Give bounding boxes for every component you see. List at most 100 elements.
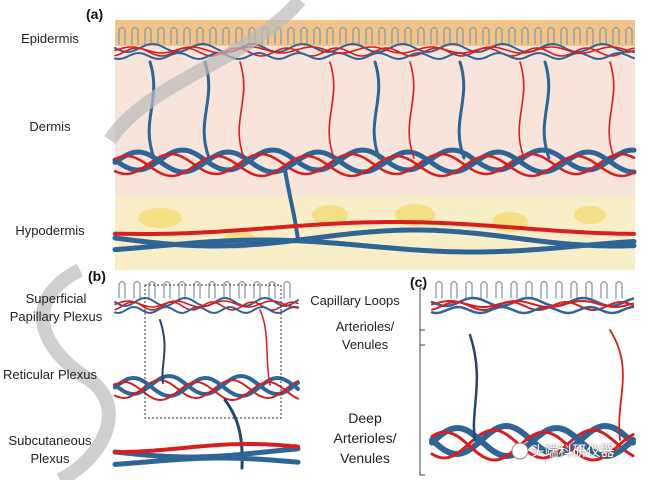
capillary-loop bbox=[268, 280, 276, 299]
capillary-loop bbox=[469, 26, 477, 45]
capillary-loop bbox=[430, 26, 438, 45]
connecting-vessel bbox=[542, 60, 551, 160]
layer-bracket bbox=[419, 287, 425, 476]
capillary-loop bbox=[208, 280, 216, 299]
capillary-loop bbox=[456, 26, 464, 45]
label-reticular-plexus: Reticular Plexus bbox=[3, 367, 97, 382]
capillary-loop bbox=[118, 280, 126, 299]
label-deep-arterioles-venules: Deep Arterioles/ Venules bbox=[333, 410, 397, 466]
deep-venule bbox=[429, 425, 636, 460]
connecting-vessel bbox=[283, 168, 300, 242]
superficial-venule bbox=[114, 305, 299, 315]
capillary-loop bbox=[570, 280, 578, 299]
capillary-loop bbox=[585, 280, 593, 299]
capillary-loop bbox=[510, 280, 518, 299]
capillary-loop bbox=[283, 280, 291, 299]
capillary-loop bbox=[391, 26, 399, 45]
panel-a-label: (a) bbox=[86, 6, 104, 22]
wechat-logo-icon bbox=[511, 442, 529, 460]
capillary-loop bbox=[480, 280, 488, 299]
capillary-loop bbox=[465, 280, 473, 299]
capillary-loop bbox=[148, 280, 156, 299]
fat-lobule bbox=[574, 206, 606, 224]
capillary-loop bbox=[222, 26, 230, 45]
connecting-vessel bbox=[147, 60, 156, 160]
watermark-text: 头端科研仪器 bbox=[530, 443, 615, 459]
connecting-vessel bbox=[608, 61, 615, 159]
capillary-loop bbox=[313, 26, 321, 45]
capillary-loop bbox=[193, 280, 201, 299]
capillary-loop bbox=[352, 26, 360, 45]
capillary-loop bbox=[196, 26, 204, 45]
capillary-loop bbox=[540, 280, 548, 299]
label-superficial-plexus: Superficial Papillary Plexus bbox=[9, 291, 103, 324]
superficial-arteriole bbox=[431, 299, 634, 309]
connecting-vessel bbox=[609, 329, 624, 441]
capillary-loop bbox=[600, 280, 608, 299]
capillary-loop bbox=[133, 280, 141, 299]
capillary-loop bbox=[365, 26, 373, 45]
capillary-loop bbox=[238, 280, 246, 299]
capillary-loop bbox=[450, 280, 458, 299]
panel-c-label: (c) bbox=[410, 274, 428, 290]
capillary-loop bbox=[253, 280, 261, 299]
capillary-loop bbox=[599, 26, 607, 45]
capillary-loop bbox=[495, 26, 503, 45]
connecting-vessel bbox=[518, 61, 525, 159]
label-subcutaneous-plexus: Subcutaneous Plexus bbox=[8, 433, 92, 466]
watermark-stroke bbox=[104, 0, 306, 145]
subcutaneous-artery bbox=[113, 220, 636, 236]
subcutaneous-vein bbox=[112, 237, 637, 255]
capillary-loop bbox=[163, 280, 171, 299]
capillary-loop bbox=[131, 26, 139, 45]
capillary-loop bbox=[625, 26, 633, 45]
watermark-stroke bbox=[36, 263, 116, 480]
subcutaneous-vein bbox=[112, 227, 637, 249]
capillary-loop bbox=[586, 26, 594, 45]
superficial-venule bbox=[114, 51, 635, 61]
epidermis-layer bbox=[115, 20, 635, 46]
deep-arteriole bbox=[430, 428, 635, 460]
fat-lobule bbox=[312, 205, 348, 225]
connecting-vessel bbox=[408, 61, 415, 159]
fat-lobule bbox=[138, 208, 182, 228]
capillary-loop bbox=[170, 26, 178, 45]
label-dermis: Dermis bbox=[29, 119, 71, 134]
connecting-vessel bbox=[328, 61, 335, 159]
superficial-venule bbox=[430, 305, 635, 315]
capillary-loop bbox=[223, 280, 231, 299]
superficial-arteriole bbox=[114, 47, 635, 57]
capillary-loop bbox=[178, 280, 186, 299]
connecting-vessel bbox=[372, 60, 381, 160]
capillary-loop bbox=[378, 26, 386, 45]
capillary-loop bbox=[525, 280, 533, 299]
subcutaneous-vein bbox=[112, 455, 301, 467]
capillary-loop bbox=[235, 26, 243, 45]
superficial-venule bbox=[430, 296, 635, 308]
capillary-loop bbox=[287, 26, 295, 45]
connecting-vessel bbox=[259, 309, 271, 386]
capillary-loop bbox=[326, 26, 334, 45]
capillary-loop bbox=[615, 280, 623, 299]
capillary-loop bbox=[521, 26, 529, 45]
connecting-vessel bbox=[457, 60, 466, 160]
connecting-vessel bbox=[159, 319, 166, 384]
capillary-loop bbox=[118, 26, 126, 45]
capillary-loop bbox=[573, 26, 581, 45]
capillary-loop bbox=[555, 280, 563, 299]
capillary-loop bbox=[495, 280, 503, 299]
connecting-vessel bbox=[238, 61, 245, 159]
capillary-loop bbox=[560, 26, 568, 45]
deep-arteriole bbox=[113, 154, 636, 178]
capillary-loop bbox=[508, 26, 516, 45]
capillary-loop bbox=[547, 26, 555, 45]
label-capillary-loops: Capillary Loops bbox=[310, 293, 400, 308]
capillary-loop bbox=[248, 26, 256, 45]
subcutaneous-artery bbox=[113, 442, 300, 454]
label-epidermis: Epidermis bbox=[21, 31, 79, 46]
capillary-loop bbox=[183, 26, 191, 45]
label-hypodermis: Hypodermis bbox=[15, 223, 85, 238]
superficial-arteriole bbox=[114, 46, 635, 54]
deep-arteriole bbox=[430, 430, 635, 462]
